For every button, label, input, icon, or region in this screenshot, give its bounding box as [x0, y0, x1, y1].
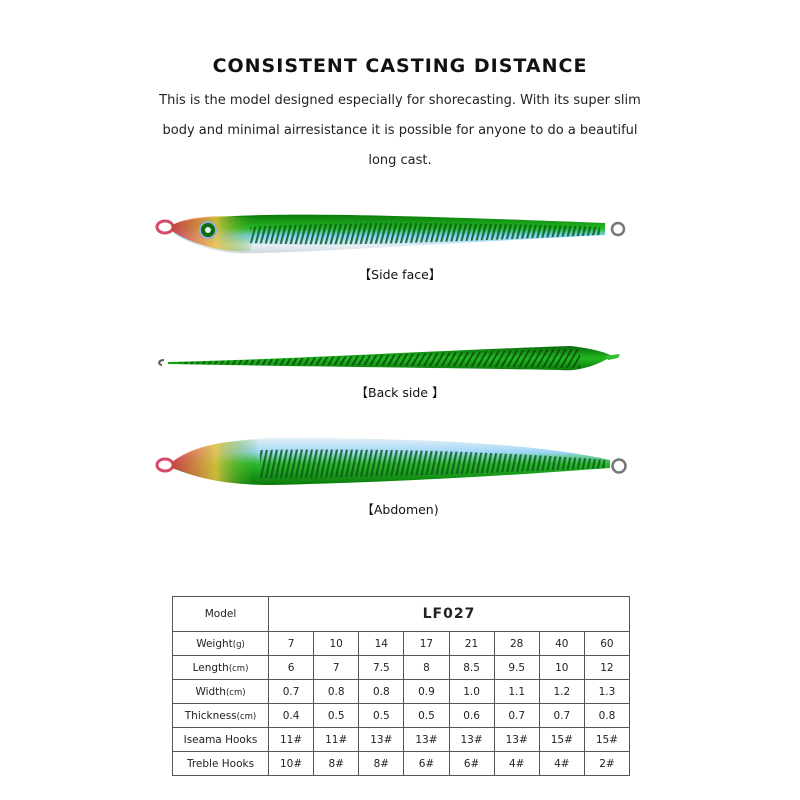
lure-tail-fin [605, 354, 620, 360]
caption-abdomen: 【Abdomen) [361, 502, 439, 517]
table-cell: 7 [267, 631, 315, 656]
description-line: long cast. [368, 153, 432, 168]
table-cell: 4# [493, 751, 540, 776]
table-cell: 0.6 [448, 703, 495, 728]
lure-back-side-image [158, 346, 620, 371]
table-cell: 14 [358, 631, 405, 656]
table-cell: 10# [267, 751, 315, 776]
lure-side-face-image [155, 214, 626, 254]
table-cell: 13# [493, 727, 540, 752]
table-cell: 0.7 [538, 703, 585, 728]
table-cell: 0.5 [313, 703, 360, 728]
table-row: Width(cm) 0.7 0.8 0.8 0.9 1.0 1.1 1.2 1.… [172, 679, 631, 704]
table-cell: 0.7 [493, 703, 540, 728]
description: This is the model designed especially fo… [150, 86, 650, 176]
table-cell: 7.5 [358, 655, 405, 680]
table-cell: 6# [448, 751, 495, 776]
table-cell: 0.8 [313, 679, 360, 704]
row-label: Length(cm) [172, 655, 269, 680]
table-cell: 40 [538, 631, 585, 656]
row-label: Width(cm) [172, 679, 269, 704]
table-cell: 0.4 [267, 703, 315, 728]
table-row: Iseama Hooks 11# 11# 13# 13# 13# 13# 15#… [172, 727, 631, 752]
model-value: LF027 [268, 596, 630, 632]
table-cell: 0.7 [267, 679, 315, 704]
row-label: Thickness(cm) [172, 703, 269, 728]
table-cell: 2# [583, 751, 631, 776]
lure-head [172, 440, 260, 484]
table-cell: 8.5 [448, 655, 495, 680]
eyelet-left [155, 219, 175, 235]
table-cell: 11# [267, 727, 315, 752]
caption-side-face: 【Side face】 [358, 267, 442, 282]
table-cell: 60 [583, 631, 631, 656]
table-cell: 9.5 [493, 655, 540, 680]
table-cell: 6# [403, 751, 450, 776]
row-label: Weight(g) [172, 631, 269, 656]
model-label: Model [172, 596, 269, 632]
lure-back-eyelet [158, 359, 165, 366]
table-row: Treble Hooks 10# 8# 8# 6# 6# 4# 4# 2# [172, 751, 631, 776]
table-cell: 10 [313, 631, 360, 656]
description-line: This is the model designed especially fo… [159, 93, 641, 108]
table-cell: 17 [403, 631, 450, 656]
table-cell: 0.8 [358, 679, 405, 704]
table-cell: 21 [448, 631, 495, 656]
row-label: Treble Hooks [172, 751, 269, 776]
spec-table: Model LF027 Weight(g) 7 10 14 17 21 28 4… [172, 596, 631, 776]
table-cell: 13# [403, 727, 450, 752]
table-cell: 4# [538, 751, 585, 776]
table-cell: 8# [313, 751, 360, 776]
table-cell: 8# [358, 751, 405, 776]
table-cell: 15# [583, 727, 631, 752]
table-cell: 0.5 [358, 703, 405, 728]
table-cell: 12 [583, 655, 631, 680]
table-cell: 11# [313, 727, 360, 752]
table-row: Weight(g) 7 10 14 17 21 28 40 60 [172, 631, 631, 656]
caption-back-side: 【Back side 】 [355, 385, 445, 400]
table-cell: 6 [267, 655, 315, 680]
eyelet-left [155, 457, 175, 473]
table-cell: 1.2 [538, 679, 585, 704]
table-cell: 0.5 [403, 703, 450, 728]
table-cell: 1.3 [583, 679, 631, 704]
row-label: Iseama Hooks [172, 727, 269, 752]
table-header-row: Model LF027 [172, 596, 630, 632]
lure-abdomen-image [155, 438, 627, 485]
description-line: body and minimal airresistance it is pos… [162, 123, 638, 138]
table-cell: 1.0 [448, 679, 495, 704]
table-cell: 7 [313, 655, 360, 680]
table-row: Thickness(cm) 0.4 0.5 0.5 0.5 0.6 0.7 0.… [172, 703, 631, 728]
table-cell: 15# [538, 727, 585, 752]
table-cell: 0.8 [583, 703, 631, 728]
table-cell: 13# [358, 727, 405, 752]
table-cell: 28 [493, 631, 540, 656]
table-cell: 1.1 [493, 679, 540, 704]
table-cell: 8 [403, 655, 450, 680]
lure-stripes [250, 223, 600, 245]
eyelet-right [611, 458, 627, 474]
eyelet-right [610, 221, 626, 237]
table-cell: 13# [448, 727, 495, 752]
table-cell: 10 [538, 655, 585, 680]
table-cell: 0.9 [403, 679, 450, 704]
table-row: Length(cm) 6 7 7.5 8 8.5 9.5 10 12 [172, 655, 631, 680]
page-title: CONSISTENT CASTING DISTANCE [212, 55, 588, 77]
